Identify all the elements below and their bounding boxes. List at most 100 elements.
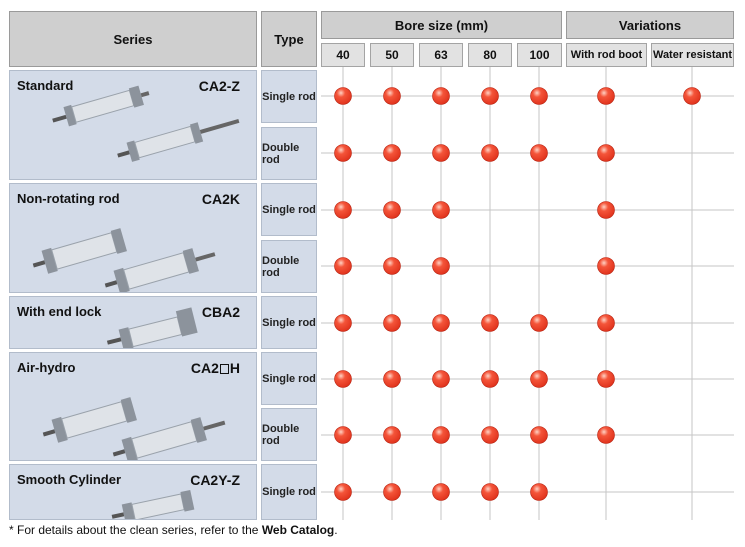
available-dot xyxy=(334,314,352,332)
available-dot xyxy=(597,314,615,332)
type-cell: Double rod xyxy=(261,408,317,461)
available-dot xyxy=(432,370,450,388)
available-dot xyxy=(383,144,401,162)
type-label: Single rod xyxy=(262,372,316,385)
available-dot xyxy=(481,370,499,388)
available-dot xyxy=(597,144,615,162)
available-dot xyxy=(481,483,499,501)
bore-63-header: 63 xyxy=(419,43,463,67)
available-dot xyxy=(383,483,401,501)
available-dot xyxy=(432,144,450,162)
series-air-hydro: Air-hydro CA2 H xyxy=(9,352,257,461)
cylinder-photo xyxy=(42,397,226,460)
available-dot xyxy=(481,314,499,332)
available-dot xyxy=(334,370,352,388)
rod-boot-label: With rod boot xyxy=(570,49,643,61)
bore-40-label: 40 xyxy=(336,48,350,62)
type-label: Double rod xyxy=(262,141,300,166)
bore-63-label: 63 xyxy=(434,48,448,62)
available-dot xyxy=(597,426,615,444)
type-label: Single rod xyxy=(262,316,316,329)
available-dot xyxy=(383,87,401,105)
cylinder-photo xyxy=(52,85,240,162)
type-header: Type xyxy=(261,11,317,67)
bore-50-label: 50 xyxy=(385,48,399,62)
available-dot xyxy=(432,257,450,275)
available-dot xyxy=(432,87,450,105)
bore-40-header: 40 xyxy=(321,43,365,67)
type-cell: Single rod xyxy=(261,352,317,405)
cylinder-photo xyxy=(111,489,195,519)
available-dot xyxy=(432,201,450,219)
available-dot xyxy=(432,426,450,444)
available-dot xyxy=(383,201,401,219)
series-header: Series xyxy=(9,11,257,67)
water-resistant-header: Water resistant xyxy=(651,43,734,67)
series-code-suffix: H xyxy=(229,360,240,376)
type-label: Double rod xyxy=(262,254,300,279)
available-dot xyxy=(334,483,352,501)
available-dot xyxy=(481,144,499,162)
available-dot xyxy=(334,201,352,219)
rod-boot-header: With rod boot xyxy=(566,43,647,67)
available-dot xyxy=(683,87,701,105)
type-cell: Single rod xyxy=(261,70,317,123)
series-smooth-cylinder: Smooth Cylinder CA2Y-Z xyxy=(9,464,257,520)
series-code-prefix: CA2 xyxy=(190,360,219,376)
type-cell: Single rod xyxy=(261,296,317,349)
series-name: With end lock xyxy=(17,304,102,319)
variations-header: Variations xyxy=(566,11,734,39)
type-cell: Double rod xyxy=(261,240,317,293)
available-dot xyxy=(597,87,615,105)
series-name: Smooth Cylinder xyxy=(17,472,122,487)
bore-80-label: 80 xyxy=(483,48,497,62)
type-cell: Single rod xyxy=(261,183,317,236)
series-standard: Standard CA2-Z xyxy=(9,70,257,180)
footnote-suffix: . xyxy=(334,523,338,537)
available-dot xyxy=(530,144,548,162)
available-dot xyxy=(432,483,450,501)
available-dot xyxy=(481,87,499,105)
series-code: CBA2 xyxy=(201,304,240,320)
cylinder-photo xyxy=(106,307,198,348)
type-cell: Double rod xyxy=(261,127,317,180)
available-dot xyxy=(530,426,548,444)
series-name: Non-rotating rod xyxy=(17,191,120,206)
available-dot xyxy=(334,426,352,444)
bore-size-header-label: Bore size (mm) xyxy=(394,17,489,33)
bore-80-header: 80 xyxy=(468,43,512,67)
series-name: Air-hydro xyxy=(17,360,76,375)
footnote: * For details about the clean series, re… xyxy=(9,523,338,537)
variations-header-label: Variations xyxy=(618,17,682,33)
available-dot xyxy=(530,483,548,501)
available-dot xyxy=(530,87,548,105)
series-name: Standard xyxy=(17,78,74,93)
available-dot xyxy=(383,370,401,388)
series-non-rotating-rod: Non-rotating rod CA2K xyxy=(9,183,257,293)
available-dot xyxy=(334,87,352,105)
web-catalog-link[interactable]: Web Catalog xyxy=(261,523,335,537)
footnote-prefix: * For details about the clean series, re… xyxy=(9,523,262,537)
available-dot xyxy=(432,314,450,332)
available-dot xyxy=(383,426,401,444)
available-dot xyxy=(530,314,548,332)
available-dot xyxy=(530,370,548,388)
type-header-label: Type xyxy=(274,31,304,47)
available-dot xyxy=(597,370,615,388)
box-glyph-icon xyxy=(219,364,229,374)
water-resistant-label: Water resistant xyxy=(652,49,733,61)
available-dot xyxy=(481,426,499,444)
bore-50-header: 50 xyxy=(370,43,414,67)
series-code: CA2K xyxy=(201,191,240,207)
available-dot xyxy=(334,257,352,275)
bore-100-label: 100 xyxy=(529,48,550,62)
series-code: CA2 H xyxy=(191,360,240,376)
series-end-lock: With end lock CBA2 xyxy=(9,296,257,349)
available-dot xyxy=(597,257,615,275)
series-header-label: Series xyxy=(113,31,153,47)
available-dot xyxy=(597,201,615,219)
cylinder-photo xyxy=(32,228,216,292)
series-code: CA2-Z xyxy=(198,78,240,94)
type-cell: Single rod xyxy=(261,464,317,520)
